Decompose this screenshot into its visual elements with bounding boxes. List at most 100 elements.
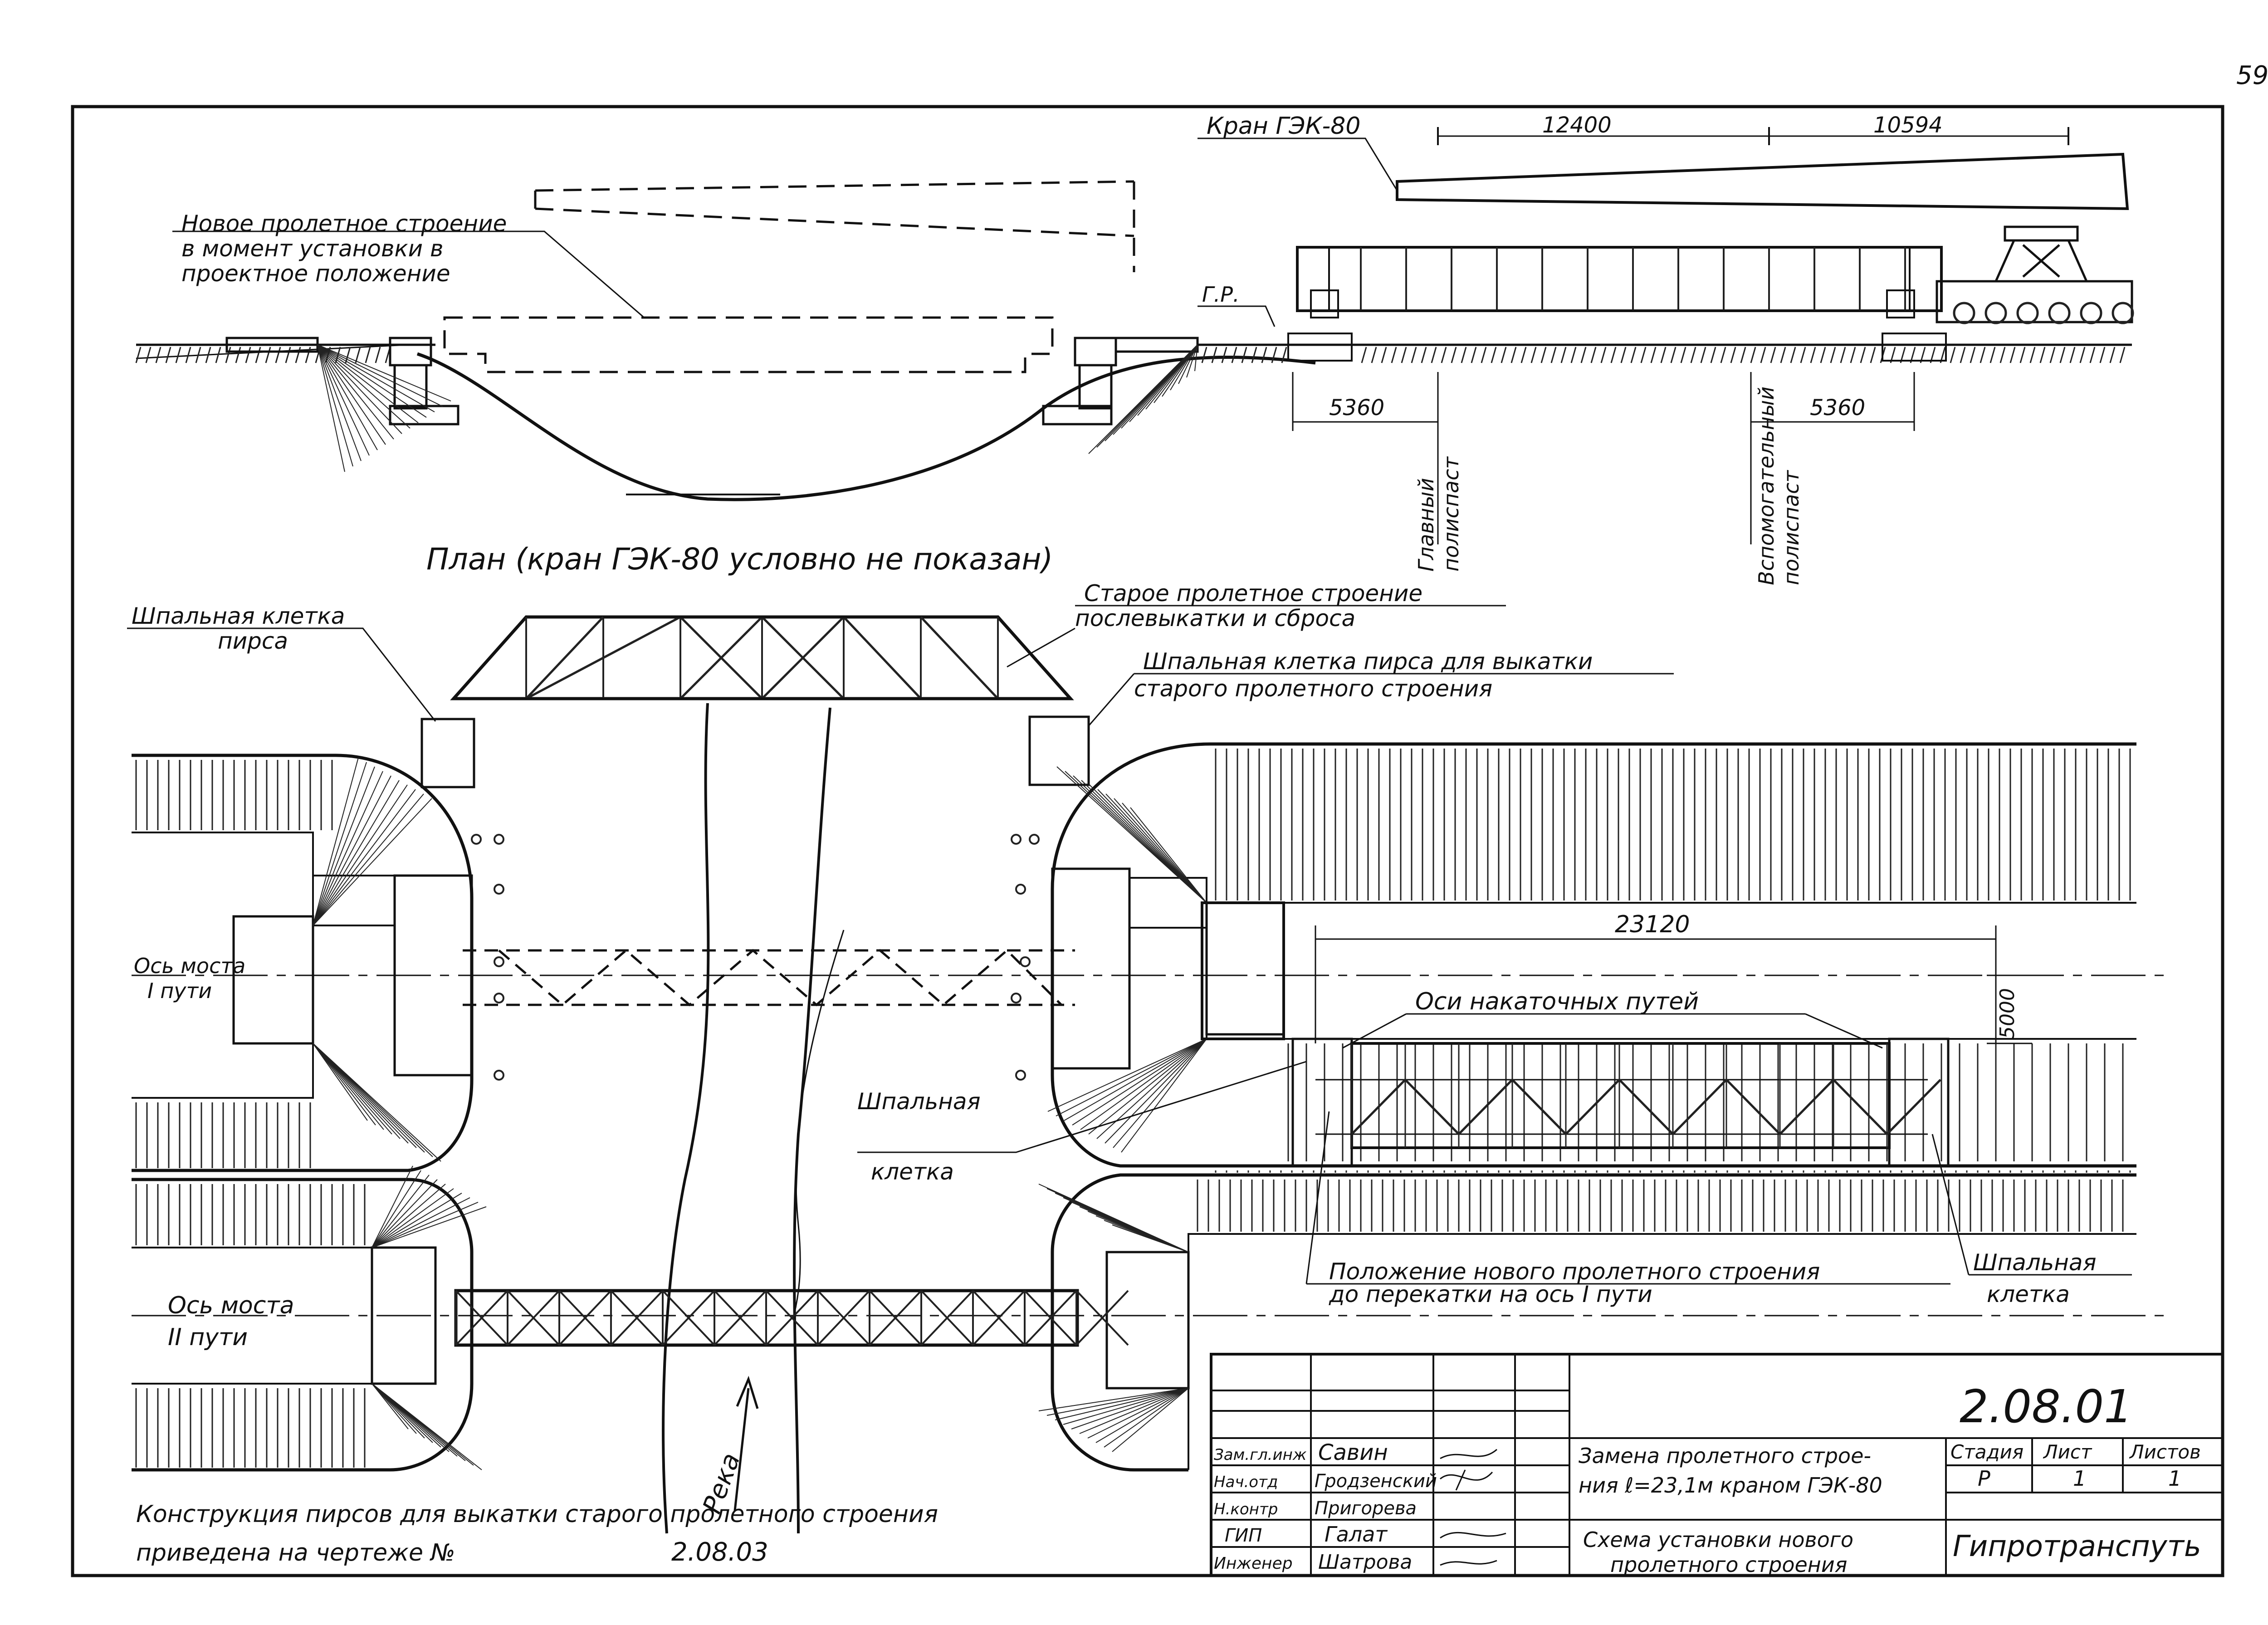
support-right: [1886, 289, 1915, 318]
old-span-web: [525, 616, 999, 700]
plan-view: План (кран ГЭК-80 условно не показан) Шп…: [127, 542, 2168, 1567]
role-1: Нач.отд: [1214, 1473, 1278, 1491]
name-4: Шатрова: [1318, 1551, 1412, 1574]
role-2: Н.контр: [1214, 1500, 1278, 1518]
left-pier: [393, 364, 428, 410]
crib-big: [1201, 901, 1285, 1040]
stage-value: Р: [1978, 1466, 1990, 1491]
signature-5: [1440, 1560, 1497, 1566]
subject-line-1: Замена пролетного строе-: [1579, 1444, 1871, 1468]
pier-note-2: приведена на чертеже №: [136, 1539, 455, 1566]
sheet-header: Лист: [2043, 1441, 2092, 1463]
name-0: Савин: [1318, 1440, 1388, 1465]
right-abutment-cap: [1114, 337, 1199, 353]
rolling-tracks-label: Оси накаточных путей: [1415, 988, 1699, 1015]
left-abutment-1: [232, 915, 314, 1045]
sleeper-crib-right-1: Шпальная: [1973, 1249, 2097, 1276]
pier-crib-rollout-1: Шпальная клетка пирса для выкатки: [1143, 648, 1593, 675]
pier-note-1: Конструкция пирсов для выкатки старого п…: [136, 1501, 938, 1528]
stage-header: Стадия: [1950, 1441, 2024, 1463]
pier-crib-label-1: Шпальная клетка: [132, 603, 345, 629]
right-plan-hatch: [1197, 749, 2131, 1232]
crane-label: Кран ГЭК-80: [1207, 113, 1360, 140]
right-pier: [1078, 364, 1113, 410]
bridge-axis-1-b: I пути: [147, 979, 212, 1003]
dim-12400: 12400: [1542, 113, 1612, 138]
plan-title: План (кран ГЭК-80 условно не показан): [426, 542, 1053, 577]
subject-line-2: ния ℓ=23,1м краном ГЭК-80: [1579, 1473, 1882, 1498]
elevation-view: Новое пролетное строение в момент устано…: [135, 113, 2134, 585]
main-outrigger-2: полиспаст: [1439, 456, 1463, 572]
role-0: Зам.гл.инж: [1214, 1446, 1307, 1464]
new-span-pos-2: до перекатки на ось I пути: [1329, 1281, 1652, 1307]
new-span-note-line-1: Новое пролетное строение: [181, 210, 507, 237]
new-span-install-position: [443, 316, 1054, 373]
new-span-leader: [172, 230, 645, 318]
dim-5360-right: 5360: [1810, 395, 1865, 421]
old-span-current: [463, 949, 1075, 1006]
bridge-axis-2-a: Ось моста: [168, 1292, 294, 1319]
name-3: Галат: [1325, 1522, 1388, 1547]
organization: Гипротранспуть: [1953, 1530, 2201, 1563]
aux-outrigger-2: полиспаст: [1779, 470, 1804, 585]
new-span-before-roll: [1350, 1042, 1891, 1149]
pier-crib-rollout-2: старого пролетного строения: [1134, 675, 1492, 702]
sleeper-crib-right-2: клетка: [1987, 1281, 2070, 1307]
right-abutment-1b: [1205, 901, 1285, 1036]
name-2: Пригорева: [1315, 1498, 1417, 1519]
support-left: [1310, 289, 1339, 318]
bridge-axis-2-b: II пути: [168, 1324, 248, 1351]
dim-10594: 10594: [1873, 113, 1943, 138]
title-block: 2.08.01 Зам.гл.инж Савин Нач.отд Гродзен…: [1210, 1353, 2224, 1577]
drawing-frame: [71, 105, 2224, 1577]
pier-note-ref: 2.08.03: [671, 1537, 768, 1567]
old-span-label-1: Старое пролетное строение: [1084, 580, 1422, 607]
right-abutment-1: [1051, 867, 1131, 1070]
sheet-title-1: Схема установки нового: [1583, 1527, 1853, 1552]
new-span-note-line-3: проектное положение: [181, 260, 450, 287]
left-plan-fans: [313, 757, 487, 1470]
abutment-fan-left: [317, 344, 451, 472]
role-4: Инженер: [1214, 1554, 1293, 1573]
main-outrigger-1: Главный: [1414, 478, 1438, 572]
ground-hatch-right: [1201, 347, 2126, 363]
signature-1: [1440, 1449, 1497, 1459]
dim-5000: 5000: [1996, 988, 2019, 1039]
right-abutment-2: [1105, 1251, 1190, 1390]
left-abutment-2: [371, 1246, 437, 1385]
sheets-header: Листов: [2129, 1441, 2201, 1463]
new-span-pos-1: Положение нового пролетного строения: [1329, 1258, 1820, 1285]
riverbed: [416, 352, 1316, 501]
pier-crib-label-2: пирса: [218, 628, 288, 654]
crane-wheels: [1953, 302, 2134, 324]
name-1: Гродзенский: [1315, 1471, 1437, 1492]
river-bank-left: [662, 703, 710, 1534]
signature-2: [1440, 1469, 1493, 1491]
span-verticals: [1360, 247, 1906, 311]
right-embankment-track-2: [1051, 1173, 2136, 1472]
sleeper-crib-mid-2: клетка: [871, 1159, 954, 1185]
old-span-label-2: послевыкатки и сброса: [1075, 605, 1355, 631]
dim-23120: 23120: [1615, 911, 1690, 938]
right-plan-fans: [1038, 766, 1207, 1452]
signature-4: [1440, 1532, 1506, 1539]
crane-undercarriage: [1936, 280, 2133, 323]
span-on-crane: [1296, 246, 1943, 312]
abutment-fan-right: [1088, 344, 1198, 454]
role-3: ГИП: [1225, 1525, 1262, 1546]
bridge-axis-1-a: Ось моста: [134, 954, 245, 978]
ground-hatch-left: [135, 347, 391, 363]
left-embankment-track-2: [132, 1178, 474, 1472]
aux-outrigger-1: Вспомогательный: [1754, 387, 1779, 585]
sleeper-crib-mid-1: Шпальная: [857, 1088, 981, 1115]
left-plan-hatch: [135, 760, 366, 1468]
crib-right-top: [1028, 715, 1090, 786]
new-span-note-line-2: в момент установки в: [181, 235, 444, 262]
sheet-title-2: пролетного строения: [1610, 1552, 1847, 1577]
sheet-value: 1: [2073, 1466, 2086, 1491]
drawing-code: 2.08.01: [1960, 1380, 2133, 1433]
anchor-bolts: [471, 834, 1040, 1081]
sheets-value: 1: [2168, 1466, 2181, 1491]
page-number: 59: [2236, 61, 2268, 90]
